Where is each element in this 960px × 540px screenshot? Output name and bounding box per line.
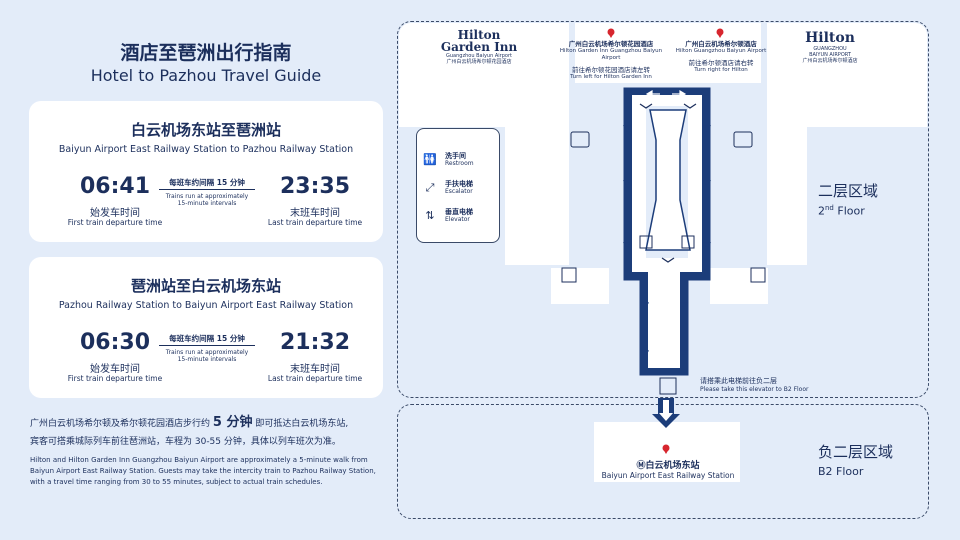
interval-divider — [159, 189, 255, 190]
building-left — [505, 70, 569, 265]
interval-label-cn: 每班车约间隔 15 分钟 — [169, 334, 245, 343]
elevator-instruction: 请搭乘此电梯前往负二层 Please take this elevator to… — [700, 377, 809, 393]
first-train-label-en: First train departure time — [67, 218, 163, 227]
last-train-label-cn: 末班车时间 — [290, 364, 340, 375]
route-card-airport-to-pazhou: 白云机场东站至琶洲站 Baiyun Airport East Railway S… — [29, 101, 383, 242]
map-legend: 🚻 洗手间 Restroom ⤢ 手扶电梯 Escalator ⇅ 垂直电梯 E… — [416, 128, 500, 243]
arrow-down-right-1 — [679, 292, 689, 310]
interval-label-en: Trains run at approximately 15-minute in… — [165, 193, 249, 207]
pin-hilton — [716, 28, 724, 38]
arrow-left-2 — [622, 170, 632, 188]
b2-floor-label: 负二层区域 B2 Floor — [818, 443, 894, 478]
legend-escalator: ⤢ 手扶电梯 Escalator — [423, 179, 499, 199]
last-train-label-en: Last train departure time — [267, 374, 363, 383]
restroom-icon — [570, 131, 753, 148]
restroom-icon: 🚻 — [423, 153, 437, 166]
first-train-time: 06:30 — [79, 330, 151, 355]
elevator-icon: ⇅ — [425, 209, 435, 222]
page-title-cn: 酒店至琶洲出行指南 — [120, 42, 292, 64]
arrow-left-3 — [622, 232, 632, 250]
route-name-cn: 白云机场东站至琶洲站 — [130, 121, 281, 139]
hotel-left-label: 广州白云机场希尔顿花园酒店 Hilton Garden Inn Guangzho… — [559, 40, 663, 80]
last-train-label-cn: 末班车时间 — [290, 208, 340, 219]
metro-icon: Ⓜ — [636, 461, 646, 471]
page-title-en: Hotel to Pazhou Travel Guide — [90, 66, 322, 85]
escalator-icon: ⤢ — [425, 181, 435, 194]
concourse-right — [710, 268, 768, 304]
legend-elevator: ⇅ 垂直电梯 Elevator — [423, 207, 499, 227]
second-floor-label: 二层区域 2nd Floor — [818, 182, 879, 218]
last-train-time: 21:32 — [279, 330, 351, 355]
direction-arrows — [622, 115, 712, 358]
building-center-top — [575, 23, 761, 83]
station-label: Ⓜ白云机场东站 Baiyun Airport East Railway Stat… — [601, 461, 735, 480]
last-train-label-en: Last train departure time — [267, 218, 363, 227]
building-right — [767, 70, 807, 265]
route-name-cn: 琶洲站至白云机场东站 — [130, 277, 281, 295]
first-train-label-cn: 始发车时间 — [90, 364, 140, 375]
hilton-garden-inn-logo: Hilton Garden Inn Guangzhou Baiyun Airpo… — [440, 28, 518, 65]
arrow-down-right-2 — [679, 340, 689, 358]
down-to-b2-arrow — [652, 398, 680, 428]
hotel-right-label: 广州白云机场希尔顿酒店 Hilton Guangzhou Baiyun Airp… — [675, 40, 767, 73]
arrow-down-left-2 — [640, 340, 650, 358]
interval-label-en: Trains run at approximately 15-minute in… — [165, 349, 249, 363]
inner-corridor — [645, 109, 691, 251]
route-name-en: Pazhou Railway Station to Baiyun Airport… — [58, 300, 354, 311]
escalator-icon — [639, 103, 697, 263]
first-train-label-en: First train departure time — [67, 374, 163, 383]
first-train-time: 06:41 — [79, 174, 151, 199]
walk-note-cn: 广州白云机场希尔顿及希尔顿花园酒店步行约 5 分钟 即可抵达白云机场东站, 宾客… — [30, 415, 349, 447]
arrow-right-3 — [702, 232, 712, 250]
pin-station — [662, 444, 670, 454]
interval-label-cn: 每班车约间隔 15 分钟 — [169, 178, 245, 187]
top-arrows — [645, 89, 687, 99]
arrow-right-2 — [702, 170, 712, 188]
last-train-time: 23:35 — [279, 174, 351, 199]
concourse-left — [551, 268, 609, 304]
arrow-left-1 — [622, 115, 632, 133]
walkway-inner — [632, 95, 702, 368]
route-card-pazhou-to-airport: 琶洲站至白云机场东站 Pazhou Railway Station to Bai… — [29, 257, 383, 398]
first-train-label-cn: 始发车时间 — [90, 208, 140, 219]
walk-note-en: Hilton and Hilton Garden Inn Guangzhou B… — [30, 456, 376, 486]
interval-divider — [159, 345, 255, 346]
elevator-icon — [561, 235, 766, 395]
arrow-right-1 — [702, 115, 712, 133]
location-pins — [607, 28, 724, 454]
pin-hilton-garden-inn — [607, 28, 615, 38]
hilton-logo: Hilton GUANGZHOU BAIYUN AIRPORT 广州白云机场希尔… — [802, 30, 858, 64]
legend-restroom: 🚻 洗手间 Restroom — [423, 152, 474, 167]
arrow-down-left-1 — [640, 292, 650, 310]
route-name-en: Baiyun Airport East Railway Station to P… — [58, 144, 354, 155]
